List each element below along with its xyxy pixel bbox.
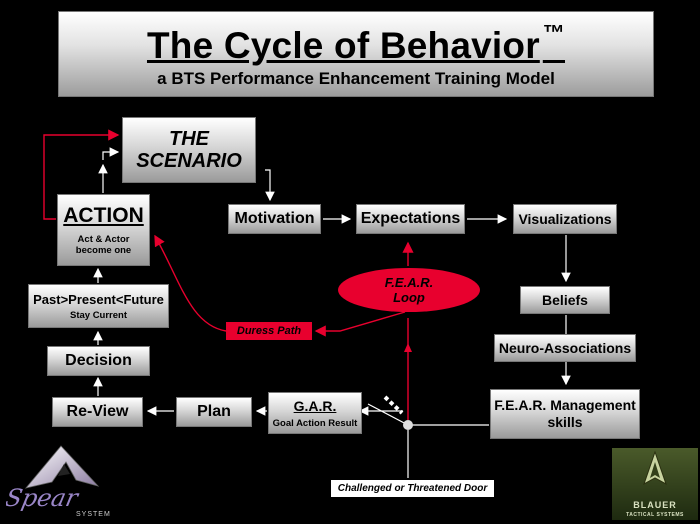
blauer-emblem-icon xyxy=(643,450,667,486)
node-past-sub: Stay Current xyxy=(69,309,127,321)
node-gar-sub: Goal Action Result xyxy=(272,417,358,429)
node-plan: Plan xyxy=(176,397,252,427)
node-gar: G.A.R. Goal Action Result xyxy=(268,392,362,434)
node-review: Re-View xyxy=(52,397,143,427)
svg-text:SYSTEM: SYSTEM xyxy=(76,511,111,518)
node-decision: Decision xyxy=(47,346,150,376)
node-scenario: THE SCENARIO xyxy=(122,117,256,183)
node-neuro-associations: Neuro-Associations xyxy=(494,334,636,362)
page-subtitle: a BTS Performance Enhancement Training M… xyxy=(157,68,555,88)
node-fear-management: F.E.A.R. Management skills xyxy=(490,389,640,439)
node-action-label: ACTION xyxy=(63,204,144,227)
blauer-logo-subtext: TACTICAL SYSTEMS xyxy=(626,512,684,518)
node-past-label: Past>Present<Future xyxy=(33,291,164,307)
blauer-logo-text: BLAUER xyxy=(633,500,677,510)
node-beliefs: Beliefs xyxy=(520,286,610,314)
duress-path-label: Duress Path xyxy=(226,322,312,340)
node-past-present-future: Past>Present<Future Stay Current xyxy=(28,284,169,328)
spear-system-logo: Spear SYSTEM xyxy=(6,445,111,518)
node-action-sub: Act & Actor become one xyxy=(75,234,132,256)
node-visualizations: Visualizations xyxy=(513,204,617,234)
node-fear-management-label: F.E.A.R. Management skills xyxy=(494,397,636,430)
node-expectations: Expectations xyxy=(356,204,465,234)
node-gar-label: G.A.R. xyxy=(293,397,337,414)
node-scenario-label: THE SCENARIO xyxy=(136,128,242,172)
node-action: ACTION Act & Actor become one xyxy=(57,194,150,266)
node-motivation: Motivation xyxy=(228,204,321,234)
svg-text:Spear: Spear xyxy=(6,483,82,512)
blauer-tactical-logo: BLAUER TACTICAL SYSTEMS xyxy=(612,448,698,520)
fear-loop-label: F.E.A.R. Loop xyxy=(384,275,434,305)
fear-loop-ellipse: F.E.A.R. Loop xyxy=(338,268,480,312)
door-label: Challenged or Threatened Door xyxy=(331,480,494,497)
